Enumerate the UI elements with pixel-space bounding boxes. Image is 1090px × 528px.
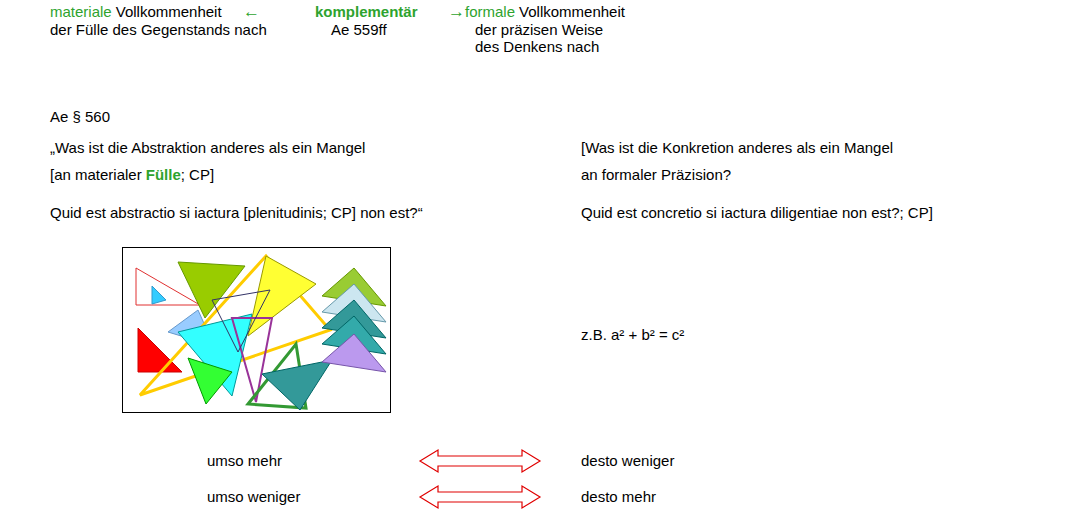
- highlight-word: Fülle: [146, 166, 181, 184]
- latin-line: Quid est abstractio si iactura [plenitud…: [50, 204, 423, 222]
- quote-line: an formaler Präzision?: [581, 166, 731, 184]
- reference: Ae 559ff: [331, 21, 387, 39]
- term-word: materiale: [50, 3, 112, 21]
- quote-line: [an materialer: [50, 166, 142, 184]
- comparison-text: desto mehr: [581, 488, 656, 506]
- term-line: der Fülle des Gegenstands nach: [50, 21, 267, 39]
- double-arrow: [420, 450, 540, 472]
- heading: komplementär: [315, 3, 418, 21]
- latin-line: Quid est concretio si iactura diligentia…: [581, 204, 933, 222]
- term-word: Vollkommenheit: [519, 3, 625, 21]
- term-word: formale: [465, 3, 515, 21]
- term-line: des Denkens nach: [475, 38, 599, 56]
- reference: Ae § 560: [50, 108, 110, 126]
- triangle-picture: [123, 248, 391, 413]
- comparison-text: umso mehr: [207, 452, 282, 470]
- quote-line: ; CP]: [181, 166, 214, 184]
- quote-line: [Was ist die Konkretion anderes als ein …: [581, 139, 893, 157]
- double-arrow: [420, 486, 540, 508]
- comparison-text: desto weniger: [581, 452, 674, 470]
- term-word: Vollkommenheit: [116, 3, 222, 21]
- arrow-symbol: ←: [243, 3, 260, 21]
- arrow-symbol: →: [448, 3, 465, 21]
- formula: z.B. a² + b² = c²: [581, 326, 684, 344]
- term-line: der präzisen Weise: [475, 21, 603, 39]
- comparison-text: umso weniger: [207, 488, 300, 506]
- quote-line: „Was ist die Abstraktion anderes als ein…: [50, 139, 365, 157]
